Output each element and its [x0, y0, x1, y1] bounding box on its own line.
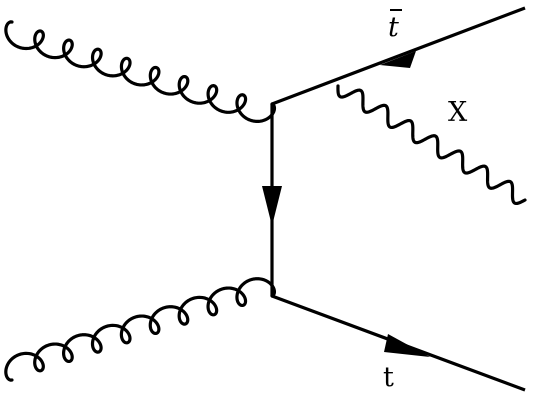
boson-wavy-line [336, 84, 527, 206]
antitop-line [271, 6, 526, 106]
antitop-label: t [388, 9, 402, 43]
boson-label: X [448, 97, 468, 128]
top-arrow [384, 334, 430, 357]
antitop-label-text: t [388, 12, 399, 43]
propagator-arrow [262, 186, 282, 226]
gluon-bottom-line [4, 277, 277, 382]
top-label: t [383, 362, 394, 393]
gluon-top-line [4, 20, 277, 123]
antitop-arrow [380, 51, 416, 68]
